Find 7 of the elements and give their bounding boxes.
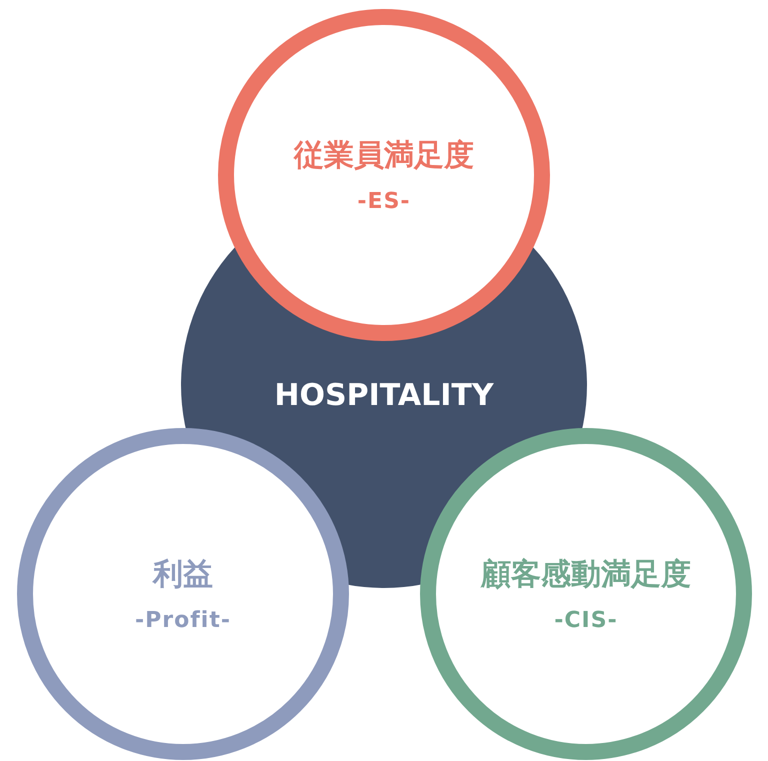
circle-title: HOSPITALITY — [274, 376, 494, 414]
circle-subtitle: -Profit- — [135, 608, 231, 633]
circle-subtitle: -ES- — [357, 189, 411, 214]
circle-subtitle: -CIS- — [554, 608, 618, 633]
circle-title: 従業員満足度 — [294, 137, 474, 175]
circle-title: 利益 — [153, 556, 213, 594]
circle-title: 顧客感動満足度 — [481, 556, 691, 594]
